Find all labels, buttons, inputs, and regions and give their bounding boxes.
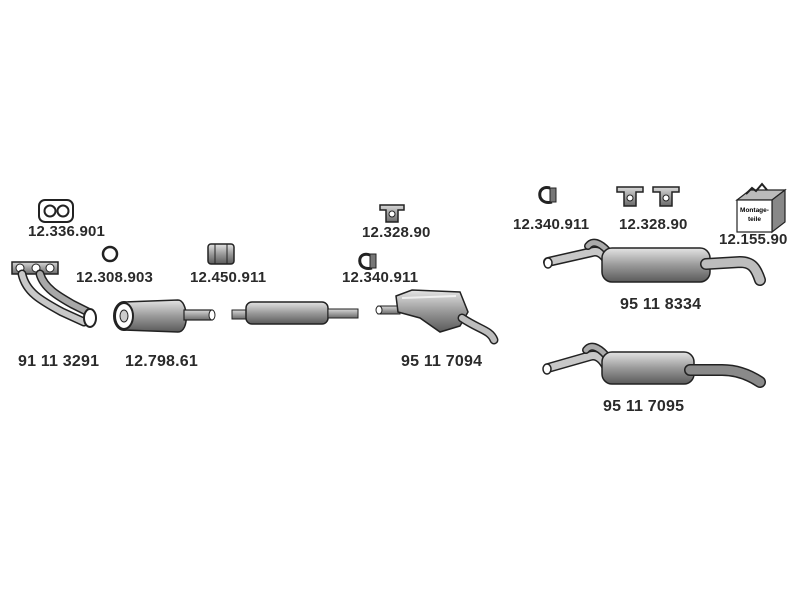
rear-silencer-icon [543,238,766,286]
rear-silencer-icon [542,342,766,388]
catalytic-converter-icon [113,299,216,333]
part-number-label: 12.328.90 [362,224,431,241]
part-number-label: 95 11 7094 [401,353,483,370]
rubber-mount-pair-icon [616,186,680,207]
mounting-kit-box-icon: Montage- teile [735,182,787,234]
clamp-icon [358,252,377,270]
center-pipe-icon [231,301,359,325]
flange-gasket-icon [38,199,74,223]
part-number-label: 95 11 7095 [603,398,685,415]
manifold-pipe-icon [11,261,97,328]
part-number-label: 91 11 3291 [18,353,100,370]
part-number-label: 12.308.903 [76,269,154,286]
part-number-label: 12.336.901 [28,223,106,240]
ring-gasket-icon [101,245,119,263]
part-number-label: 12.450.911 [190,269,267,286]
part-number-label: 95 11 8334 [620,296,702,313]
part-number-label: 12.155.90 [719,231,788,248]
part-number-label: 12.340.911 [513,216,590,233]
kit-box-label-2: teile [748,216,761,223]
pipe-clamp-icon [207,243,235,265]
part-number-label: 12.340.911 [342,269,419,286]
part-number-label: 12.328.90 [619,216,688,233]
middle-silencer-icon [375,289,499,345]
kit-box-label-1: Montage- [740,207,769,214]
part-number-label: 12.798.61 [125,353,198,370]
rubber-mount-icon [379,204,405,223]
clamp-icon [538,186,557,204]
